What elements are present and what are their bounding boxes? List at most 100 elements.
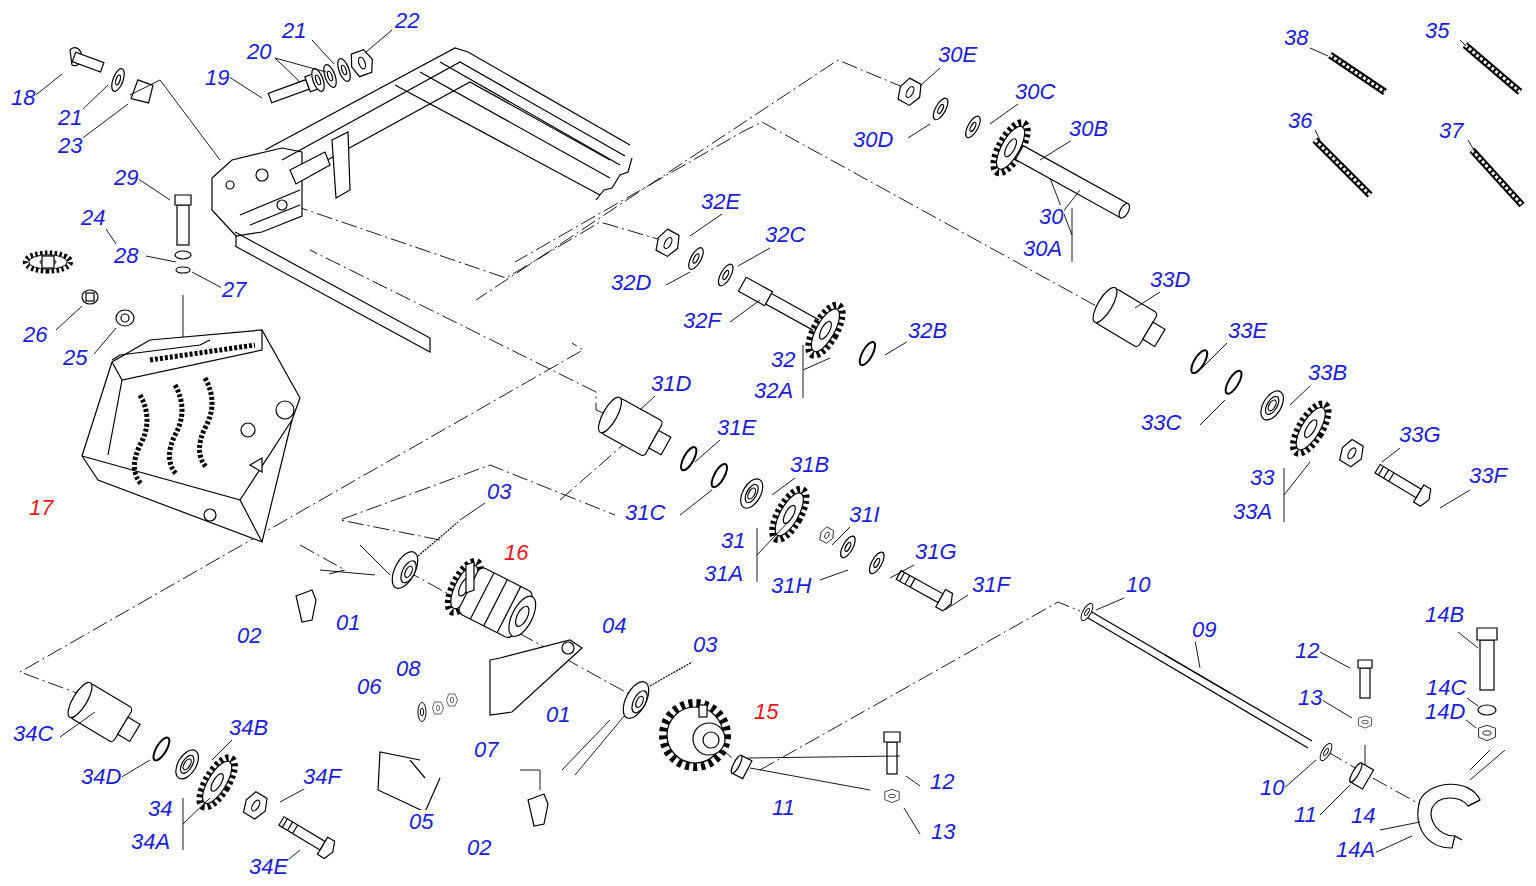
lower-drive-assembly	[520, 770, 540, 790]
callout-number: 17	[28, 496, 54, 520]
shaft-09-assembly	[1079, 602, 1505, 848]
callout-number: 32F	[682, 309, 722, 333]
callout-number: 31A	[703, 562, 744, 586]
callout-number: 21	[57, 106, 83, 130]
top-left-hardware	[82, 290, 98, 304]
shaft-30-assembly	[1015, 146, 1128, 218]
shaft-09-assembly	[1358, 660, 1372, 668]
top-left-hardware	[177, 205, 189, 245]
callout-number: 09	[1191, 618, 1217, 642]
lower-drive-assembly	[629, 688, 651, 715]
shaft-09-assembly	[1348, 761, 1374, 789]
guard-illustration	[112, 340, 210, 360]
callout-number: 12	[1294, 639, 1320, 663]
shaft-30-assembly	[895, 76, 926, 108]
shaft-34-assembly	[60, 672, 348, 876]
lower-drive-assembly	[884, 732, 900, 774]
shaft-32-assembly	[653, 227, 684, 259]
shaft-09-assembly	[1479, 725, 1496, 740]
top-left-hardware	[348, 48, 377, 78]
callout-number: 22	[394, 9, 420, 33]
callout-number: 30B	[1068, 117, 1109, 141]
lower-drive-assembly	[433, 702, 444, 714]
shaft-34-assembly	[193, 753, 241, 812]
shaft-09-assembly	[1365, 745, 1366, 765]
shaft-09-assembly	[1318, 742, 1335, 763]
callout-number: 24	[80, 206, 106, 230]
callout-number: 02	[236, 624, 262, 648]
shaft-30-assembly	[1117, 202, 1132, 220]
callout-number: 33B	[1307, 361, 1348, 385]
shaft-34-assembly	[240, 790, 271, 822]
callout-number: 19	[204, 66, 230, 90]
lower-drive-assembly	[663, 703, 727, 767]
lower-drive-assembly	[885, 789, 899, 802]
guard-illustration	[204, 509, 216, 521]
leader-lines	[904, 776, 920, 834]
callout-number: 33D	[1149, 268, 1191, 292]
lower-drive-assembly	[447, 694, 458, 706]
callout-number: 03	[486, 480, 512, 504]
top-left-hardware	[176, 267, 190, 273]
callout-number: 33E	[1227, 319, 1268, 343]
leader-lines	[56, 176, 222, 354]
guard-illustration	[82, 330, 300, 542]
shaft-33-assembly	[1089, 284, 1170, 355]
shaft-33-assembly	[1372, 460, 1434, 508]
lower-drive-assembly	[447, 694, 458, 706]
callout-number: 32	[770, 348, 796, 372]
lower-drive-assembly	[663, 703, 727, 767]
shaft-33-assembly	[1287, 399, 1335, 458]
leader-lines	[226, 30, 392, 98]
lower-drive-assembly	[466, 562, 474, 593]
callout-number: 30	[1038, 205, 1064, 229]
callout-number: 23	[57, 134, 83, 158]
leader-lines	[460, 503, 1200, 668]
callout-number: 01	[335, 611, 361, 635]
lower-drive-assembly	[378, 752, 440, 812]
dash-dot-lines	[1328, 752, 1430, 810]
lower-drive-assembly	[398, 558, 420, 585]
top-left-hardware	[175, 251, 191, 259]
callout-number: 13	[1297, 686, 1323, 710]
shaft-09-assembly	[1477, 628, 1497, 640]
lower-drive-assembly	[387, 548, 423, 593]
callout-number: 10	[1125, 573, 1151, 597]
lower-drive-assembly	[693, 723, 725, 755]
guard-illustration	[134, 395, 147, 485]
chain-illustrations	[1330, 55, 1385, 92]
top-left-hardware	[321, 63, 339, 89]
callout-number: 27	[221, 278, 247, 302]
chain-illustrations	[1465, 45, 1520, 92]
top-left-hardware	[26, 253, 71, 271]
shaft-34-assembly	[150, 735, 172, 762]
dash-dot-lines	[292, 205, 668, 278]
shaft-31-assembly	[766, 485, 812, 545]
group-brackets	[183, 798, 210, 850]
callout-number: 32A	[753, 379, 794, 403]
callout-number: 30E	[937, 43, 978, 67]
callout-number: 31D	[650, 372, 692, 396]
shaft-32-assembly	[766, 294, 820, 331]
callout-number: 34A	[130, 830, 171, 854]
callout-number: 32E	[700, 190, 741, 214]
callout-number: 03	[692, 633, 718, 657]
frame-illustration	[212, 148, 302, 236]
top-left-hardware	[268, 80, 309, 103]
top-left-hardware	[335, 57, 353, 83]
callout-number: 05	[408, 810, 434, 834]
lower-drive-assembly	[528, 794, 548, 826]
callout-number: 14D	[1424, 700, 1466, 724]
top-left-hardware	[26, 48, 377, 345]
shaft-31-assembly	[590, 387, 964, 628]
lower-drive-assembly	[699, 705, 707, 717]
lower-drive-assembly	[433, 702, 444, 714]
callout-number: 34E	[248, 855, 289, 879]
callout-number: 33G	[1398, 423, 1442, 447]
guard-illustration	[150, 345, 255, 360]
shaft-09-assembly	[1478, 705, 1496, 715]
callout-number: 25	[62, 346, 88, 370]
dash-dot-lines	[20, 60, 1430, 810]
chain-illustrations	[1310, 40, 1475, 152]
top-left-hardware	[109, 67, 127, 93]
